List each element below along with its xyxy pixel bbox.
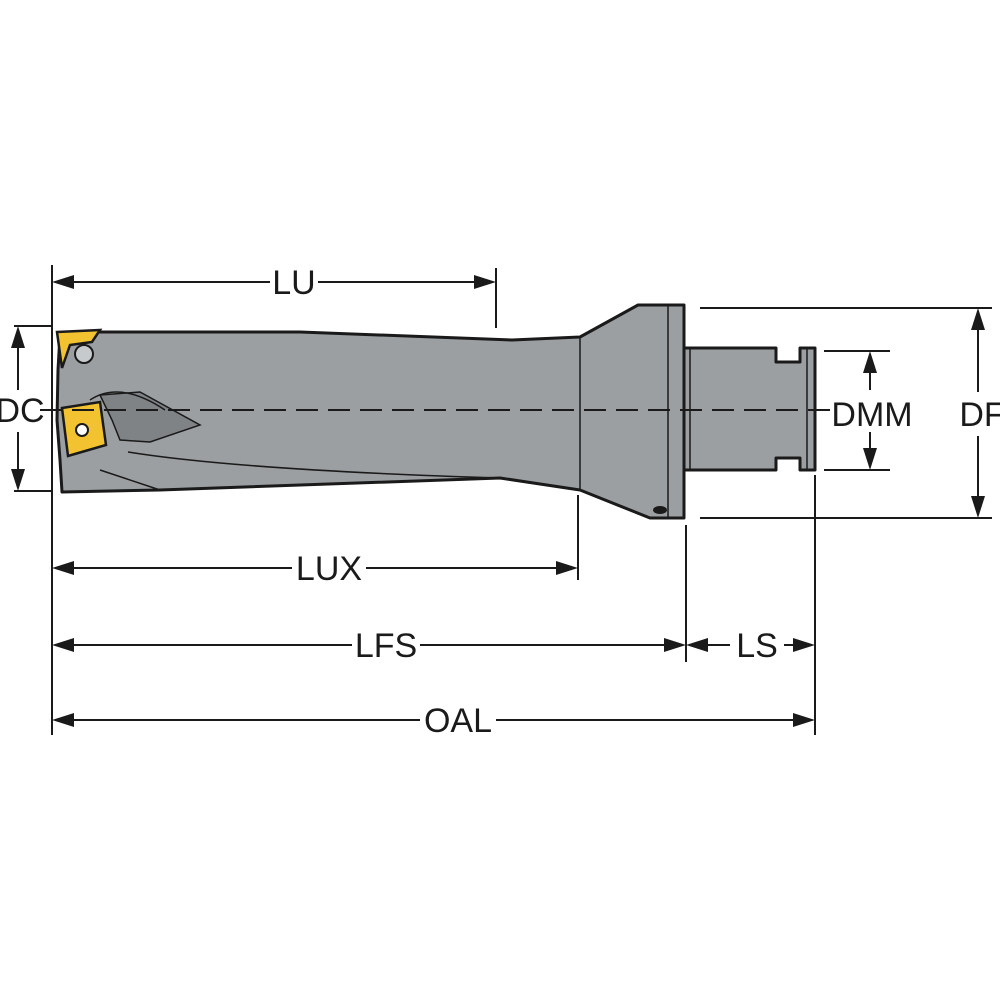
dim-dc: DC [0, 326, 45, 491]
label-dc: DC [0, 392, 45, 430]
flute-groove [98, 391, 202, 443]
dim-lu: LU [52, 264, 496, 302]
label-oal: OAL [424, 702, 492, 740]
label-lu: LU [272, 264, 315, 302]
dim-df: DF [959, 308, 1000, 518]
label-ls: LS [736, 627, 778, 665]
top-insert [55, 328, 103, 369]
dim-lux: LUX [52, 550, 578, 588]
drill-body [55, 303, 686, 520]
label-df: DF [959, 396, 1000, 434]
label-lfs: LFS [355, 627, 417, 665]
fluted-body [55, 303, 686, 520]
label-lux: LUX [296, 550, 362, 588]
dim-lfs: LFS [52, 627, 686, 665]
dim-ls: LS [686, 627, 815, 665]
dim-oal: OAL [52, 702, 815, 740]
label-dmm: DMM [831, 396, 912, 434]
extension-lines [14, 265, 992, 735]
dim-dmm: DMM [831, 351, 913, 470]
coolant-hole [74, 344, 94, 364]
cutting-inserts [55, 328, 108, 458]
flange-hole [653, 506, 667, 514]
